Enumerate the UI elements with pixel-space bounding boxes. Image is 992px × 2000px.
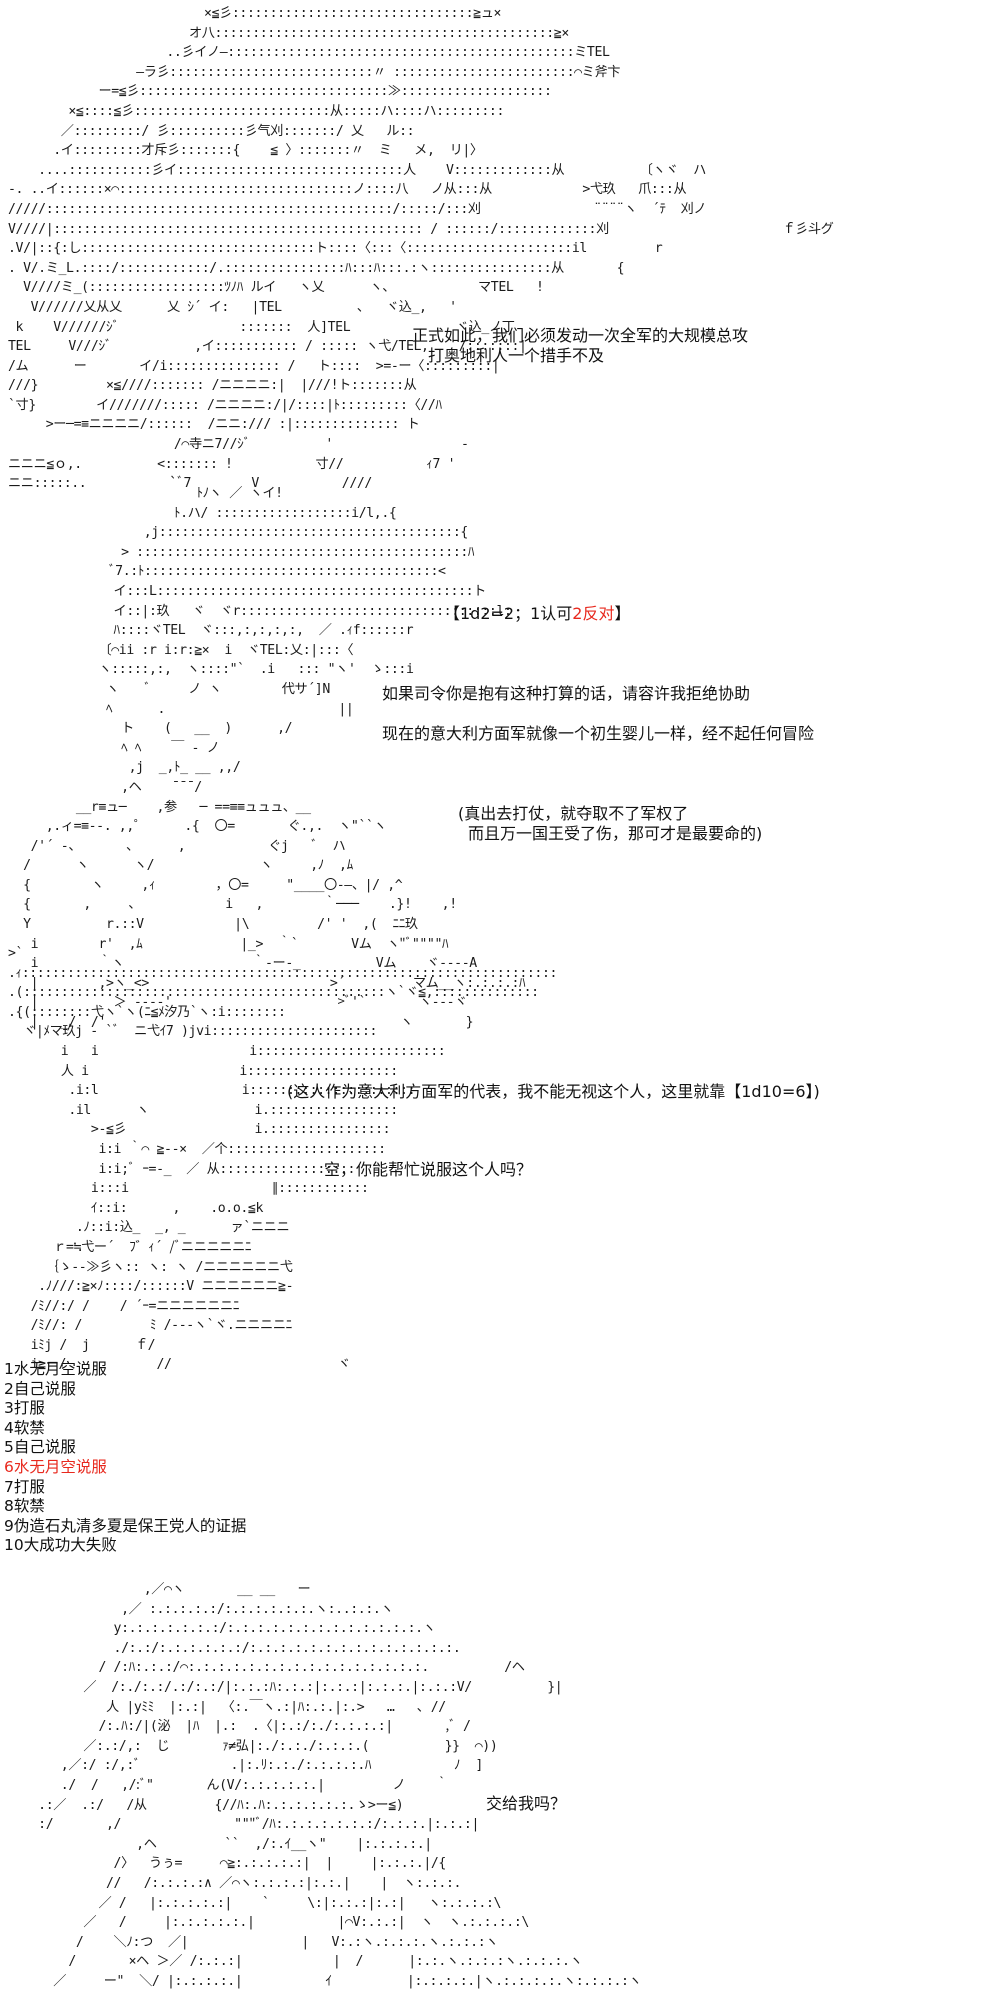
panel-3-speech-line: 空，你能帮忙说服这个人吗？ — [324, 1160, 533, 1179]
panel-2-thought-line-1: (真出去打仗，就夺取不了军权了 — [458, 804, 689, 823]
panel-2-thought-line-2: 而且万一国王受了伤，那可才是最要命的) — [468, 824, 763, 843]
choice-item: 7打服 — [4, 1477, 45, 1496]
panel-2-speech-line-2: 现在的意大利方面军就像一个初生婴儿一样，经不起任何冒险 — [382, 724, 815, 743]
panel-1-ascii-art: ×≦彡::::::::::::::::::::::::::::::::≧ュ× オ… — [8, 6, 834, 492]
choice-item: 9伪造石丸清多夏是保王党人的证据 — [4, 1516, 247, 1535]
panel-2-speech-line-1: 如果司令你是抱有这种打算的话，请容许我拒绝协助 — [382, 684, 751, 703]
choice-item: 10大成功大失败 — [4, 1536, 117, 1555]
choice-item: 8软禁 — [4, 1497, 45, 1516]
choice-item: 2自己说服 — [4, 1379, 76, 1398]
choice-item: 4软禁 — [4, 1418, 45, 1437]
choice-item: 5自己说服 — [4, 1438, 76, 1457]
dice-roll-result: 2反对 — [572, 604, 615, 623]
panel-3-thought-line: (这人作为意大利方面军的代表，我不能无视这个人，这里就靠【1d10=6】) — [287, 1082, 820, 1101]
choice-item-selected: 6水无月空说服 — [4, 1457, 107, 1476]
panel-3-ascii-art: >` .ｨ:::::::::::::::::::::::::::::::::::… — [8, 946, 558, 1373]
panel-1-speech-line-2: 打奥地利人一个措手不及 — [428, 346, 605, 365]
choice-list: 1水无月空说服 2自己说服 3打服 4软禁 5自己说服 6水无月空说服 7打服 … — [4, 1360, 246, 1556]
choice-item: 1水无月空说服 — [4, 1360, 107, 1378]
panel-1-speech-line-1: 正式如此，我们必须发动一次全军的大规模总攻 — [412, 326, 749, 345]
panel-4-ascii-art: ,／⌒ヽ __ __ ー ,／ :.:.:.:.:/:.:.:.:.:.:.ヽ:… — [38, 1582, 642, 1989]
panel-4-speech-line: 交给我吗？ — [486, 1794, 567, 1813]
panel-2-ascii-art: ﾄﾉヽ ／ ヽイ! ﾄ.ハ/ ::::::::::::::::::i/l,.{ … — [23, 486, 526, 1031]
choice-item: 3打服 — [4, 1399, 45, 1418]
dice-roll-prefix: 【1d2=2；1认可 — [444, 604, 573, 623]
dice-roll-suffix: 】 — [614, 604, 631, 623]
panel-2-dice-roll: 【1d2=2；1认可2反对】 — [444, 604, 631, 624]
